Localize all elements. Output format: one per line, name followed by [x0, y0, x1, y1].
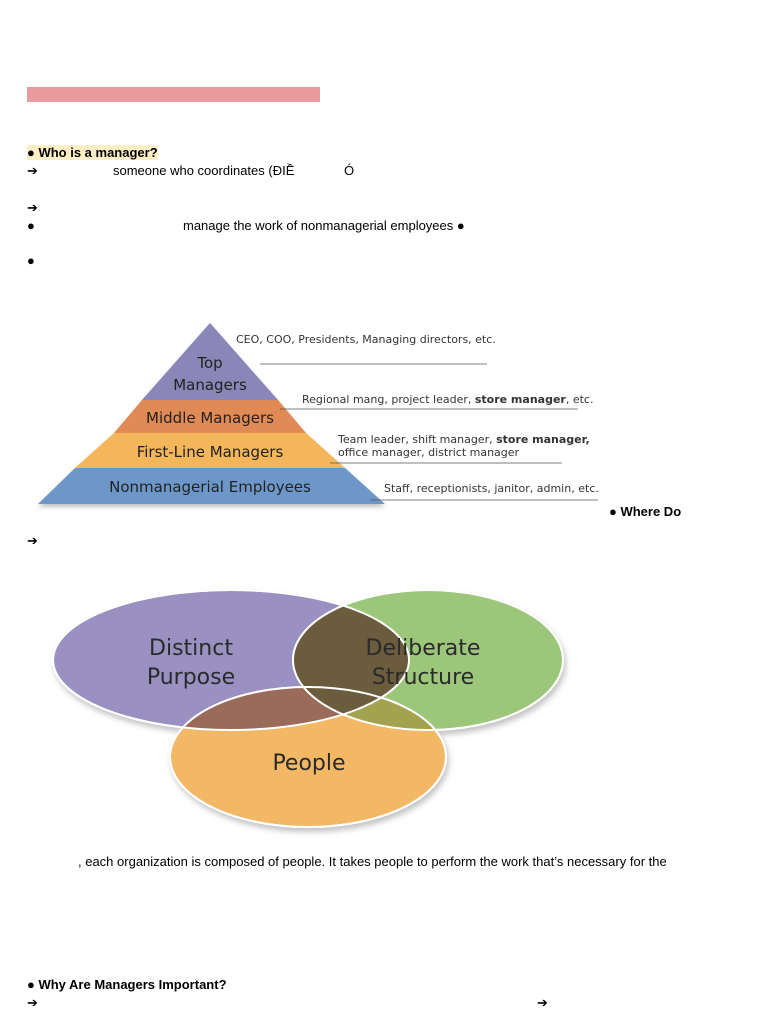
arrow-icon: ➔ [27, 533, 38, 548]
first-line-description: Team leader, shift manager, store manage… [337, 433, 590, 446]
bullet-icon: ● [27, 218, 35, 233]
structure-people-overlap [293, 687, 446, 730]
pyramid-base-level [38, 468, 385, 504]
pyramid-top-label-1: Top [196, 354, 222, 372]
organization-venn-diagram: Distinct Purpose Deliberate Structure Pe… [52, 589, 564, 828]
people-sentence: , each organization is composed of peopl… [78, 854, 667, 869]
people-label: People [272, 751, 345, 776]
why-managers-heading: ● Why Are Managers Important? [27, 977, 227, 992]
middle-level-description: Regional mang, project leader, store man… [302, 393, 593, 406]
manager-definition: someone who coordinates (ĐIỀ [113, 163, 295, 178]
management-levels-pyramid: Top Managers Middle Managers First-Line … [38, 323, 599, 504]
arrow-icon: ➔ [27, 163, 38, 178]
manager-definition-tail: Ó [344, 163, 355, 178]
structure-label-1: Deliberate [366, 636, 481, 661]
bullet-icon: ● [27, 253, 35, 268]
pyramid-base-label: Nonmanagerial Employees [109, 478, 311, 496]
pyramid-first-line-label: First-Line Managers [137, 443, 284, 461]
purpose-label-1: Distinct [149, 636, 233, 661]
pyramid-first-line-level [75, 433, 345, 468]
pyramid-top-level [142, 323, 278, 400]
arrow-icon: ➔ [537, 995, 548, 1010]
first-line-description-2: office manager, district manager [338, 446, 520, 459]
top-level-description: CEO, COO, Presidents, Managing directors… [236, 333, 496, 346]
title-bar [27, 87, 320, 102]
manage-work-text: manage the work of nonmanagerial employe… [183, 218, 465, 233]
where-do-heading: ● Where Do [609, 504, 682, 519]
who-is-manager-heading: ● Who is a manager? [27, 145, 158, 160]
base-level-description: Staff, receptionists, janitor, admin, et… [384, 482, 599, 495]
purpose-label-2: Purpose [147, 665, 235, 690]
pyramid-top-label-2: Managers [173, 376, 247, 394]
structure-label-2: Structure [372, 665, 474, 690]
arrow-icon: ➔ [27, 200, 38, 215]
arrow-icon: ➔ [27, 995, 38, 1010]
pyramid-middle-level [114, 400, 306, 433]
pyramid-middle-label: Middle Managers [146, 409, 274, 427]
